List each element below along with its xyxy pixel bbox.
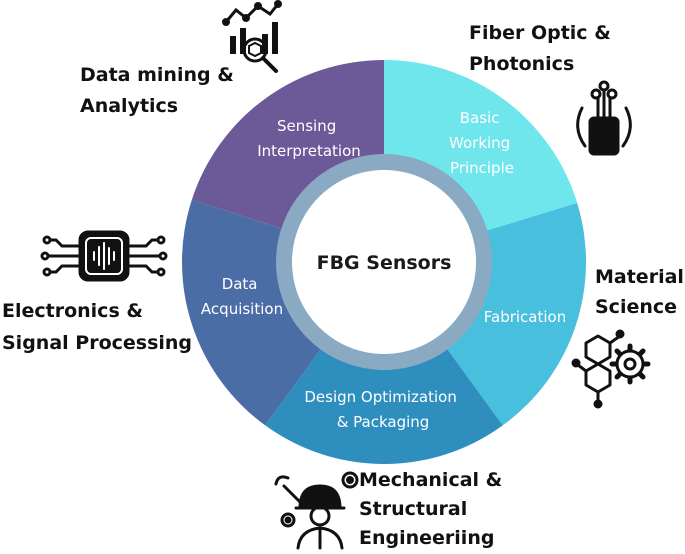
segment-label-fabrication: Fabrication: [484, 308, 566, 326]
chip-signal-icon: [40, 230, 168, 282]
field-label-fiber-optic: Fiber Optic & Photonics: [469, 22, 617, 75]
molecule-gear-icon: [571, 329, 651, 409]
field-label-mechanical: Mechanical & Structural Engineeriing: [359, 469, 509, 549]
segment-label-basic: Basic Working Principle: [449, 109, 515, 177]
inner-ring: [276, 154, 492, 370]
engineer-tools-icon: [274, 471, 359, 550]
center-label: FBG Sensors: [317, 252, 452, 274]
fiber-optic-icon: [576, 80, 632, 156]
segment-data-acquisition: [182, 199, 330, 426]
segment-design-optimization: [265, 336, 503, 465]
segment-sensing-interpretation: [191, 60, 384, 234]
segment-label-sensing: Sensing Interpretation: [257, 117, 361, 160]
segment-label-design: Design Optimization & Packaging: [304, 388, 461, 431]
field-label-electronics: Electronics & Signal Processing: [2, 300, 192, 354]
segment-basic-working-principle: [384, 60, 578, 236]
field-label-data-mining: Data mining & Analytics: [80, 64, 240, 117]
field-label-material-science: Material Science: [595, 266, 685, 318]
center-circle: [292, 170, 476, 354]
analytics-icon: [222, 0, 282, 73]
segment-fabrication: [438, 202, 586, 426]
segment-label-data-acquisition: Data Acquisition: [201, 275, 283, 318]
